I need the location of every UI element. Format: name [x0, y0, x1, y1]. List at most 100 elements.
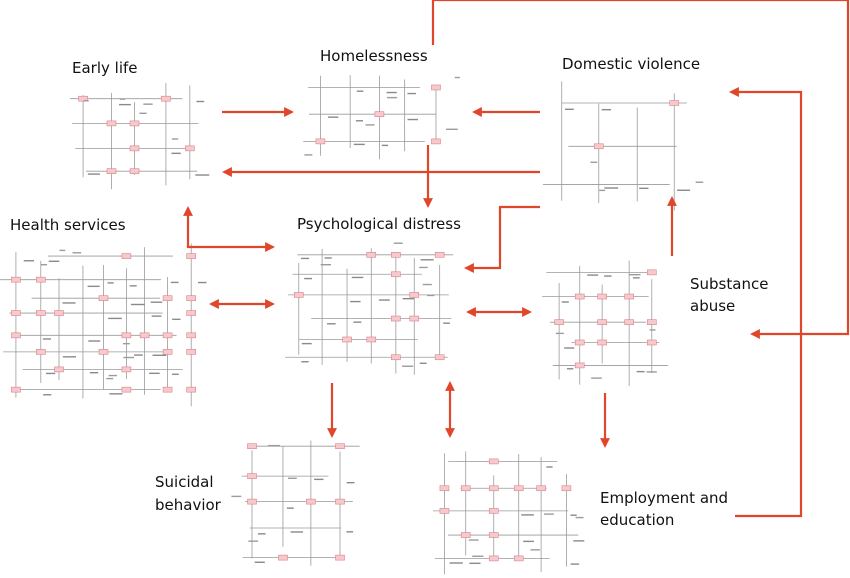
- health-services-network: [0, 243, 207, 407]
- psychological-distress-node-tag: [393, 242, 403, 244]
- health-services-node-tag: [170, 281, 179, 284]
- psychological-distress-node: [366, 251, 377, 258]
- employment-education-network: [433, 451, 585, 575]
- health-services-node-tag: [89, 371, 99, 374]
- homelessness-node-tag: [381, 144, 389, 147]
- substance-abuse-node-tag: [632, 277, 640, 279]
- health-services-node: [11, 276, 21, 283]
- employment-education-node: [513, 485, 524, 492]
- substance-abuse-node-tag: [555, 332, 564, 335]
- domestic-violence-node-tag: [604, 187, 619, 189]
- domestic-violence-node: [669, 100, 680, 106]
- psychological-distress-label: Psychological distress: [297, 215, 461, 233]
- suicidal-behavior-node: [335, 498, 345, 505]
- employment-education-node: [561, 485, 572, 492]
- substance-abuse-node-tag: [636, 370, 645, 373]
- suicidal-behavior-node-tag: [231, 495, 242, 498]
- employment-education-node: [488, 458, 499, 465]
- health-services-node-tag: [40, 264, 48, 266]
- early-life-label: Early life: [72, 59, 138, 77]
- suicidal-behavior-node-tag: [346, 481, 355, 484]
- psychological-distress-node: [409, 292, 420, 298]
- early-life-node-tag: [171, 152, 181, 155]
- homelessness-node-tag: [454, 76, 460, 79]
- health-services-label: Health services: [10, 216, 126, 234]
- suicidal-behavior-node: [247, 498, 257, 505]
- substance-abuse-node: [597, 293, 607, 300]
- employment-education-node: [460, 532, 471, 538]
- early-life-node: [129, 145, 140, 152]
- homelessness-node-tag: [328, 116, 339, 118]
- health-services-node-tag: [107, 282, 114, 284]
- psychological-distress-node-tag: [320, 264, 332, 266]
- employment-education-node-tag: [570, 514, 577, 516]
- psychological-distress-node: [391, 315, 401, 322]
- early-life-node-tag: [83, 100, 89, 102]
- psychological-distress-node-tag: [402, 365, 414, 367]
- health-services-node-tag: [43, 394, 52, 396]
- suicidal-behavior-label-line2: behavior: [155, 496, 222, 514]
- suicidal-behavior-node-tag: [288, 477, 297, 479]
- psychological-distress-node-tag: [353, 321, 362, 323]
- domestic-violence-label: Domestic violence: [562, 55, 700, 73]
- arrows: [183, 0, 850, 518]
- health-services-node-tag: [172, 318, 181, 321]
- early-life-node-tag: [171, 138, 179, 140]
- suicidal-behavior-node: [278, 554, 288, 561]
- psychological-distress-node-tag: [402, 297, 415, 300]
- psychological-distress-node-tag: [420, 259, 434, 261]
- early-life-node-tag: [143, 103, 153, 105]
- early-life-node: [78, 95, 88, 102]
- suicidal-behavior-node-tag: [254, 561, 265, 563]
- health-services-node: [35, 310, 46, 316]
- health-services-node: [54, 366, 64, 373]
- health-services-node-tag: [88, 340, 101, 342]
- suicidal-behavior-node: [335, 554, 345, 561]
- early-life-node-tag: [195, 174, 210, 176]
- employment-education-node-tag: [570, 563, 580, 565]
- psychological-distress-node: [391, 354, 401, 361]
- psychological-distress-network: [285, 242, 454, 375]
- health-services-node-tag: [106, 377, 114, 380]
- employment-education-node-tag: [530, 549, 540, 551]
- domestic-violence-node-tag: [639, 187, 649, 190]
- domestic-violence-node-tag: [590, 161, 598, 163]
- substance-abuse-node: [554, 319, 564, 325]
- health-services-node-tag: [130, 303, 145, 306]
- health-services-node: [11, 332, 21, 339]
- employment-education-node-tag: [472, 555, 484, 557]
- suicidal-behavior-node-tag: [290, 531, 304, 533]
- employment-education-node-tag: [449, 562, 463, 564]
- health-services-node-tag: [48, 260, 60, 262]
- psychological-distress-node: [366, 336, 377, 343]
- psychological-distress-node-tag: [301, 257, 310, 260]
- homelessness-node-tag: [356, 90, 364, 92]
- domestic-violence-node-tag: [599, 189, 606, 192]
- substance-abuse-node: [646, 319, 657, 325]
- health-services-node-tag: [109, 393, 123, 395]
- early-life-node: [185, 145, 195, 152]
- homelessness-node: [431, 138, 441, 145]
- homelessness-node-tag: [355, 120, 364, 122]
- health-services-node: [162, 386, 173, 393]
- employment-education-node: [536, 485, 546, 492]
- employment-education-label-line2: education: [600, 511, 674, 529]
- suicidal-behavior-label-line1: Suicidal: [155, 473, 214, 491]
- homelessness-node-tag: [386, 91, 397, 94]
- health-services-node-tag: [149, 372, 160, 375]
- health-services-node-tag: [87, 285, 100, 288]
- substance-abuse-node-tag: [564, 347, 575, 349]
- health-services-node-tag: [23, 260, 35, 262]
- domestic-violence-node-tag: [695, 181, 704, 183]
- substance-abuse-label-line1: Substance: [690, 275, 768, 293]
- health-services-node: [98, 349, 109, 355]
- substance-abuse-node: [624, 293, 634, 300]
- health-services-node-tag: [46, 372, 56, 375]
- psychological-distress-node-tag: [443, 322, 450, 324]
- health-services-node-tag: [108, 317, 122, 320]
- psychological-distress-node-tag: [301, 361, 309, 363]
- suicidal-behavior-node-tag: [257, 533, 266, 535]
- psychological-distress-node-tag: [301, 342, 312, 345]
- arrow-employment-to-domesticviolence: [729, 87, 803, 518]
